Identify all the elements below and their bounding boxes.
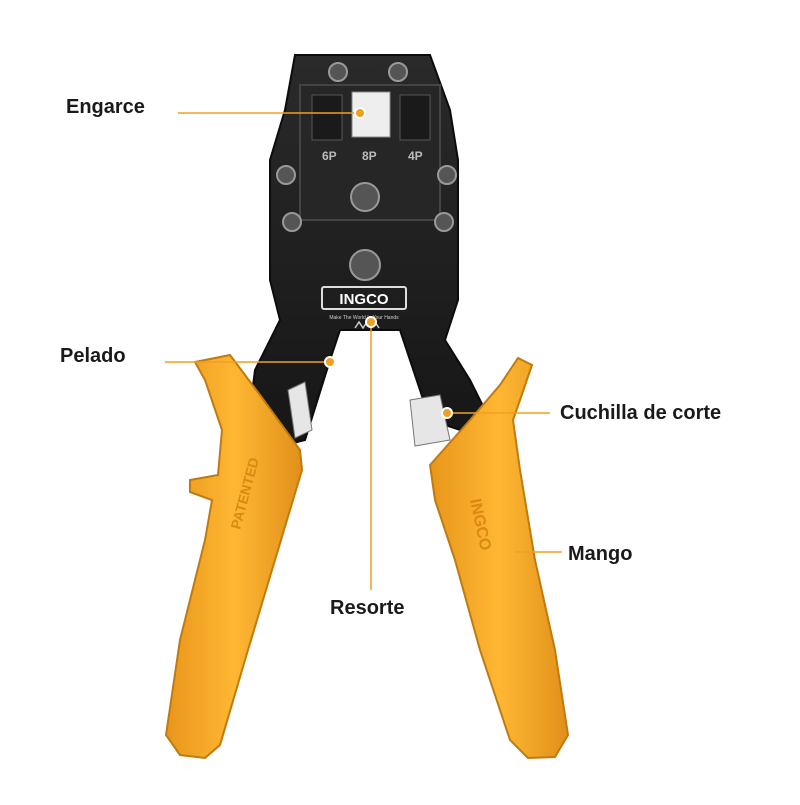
callout-markers	[324, 107, 453, 419]
pivot-bolt-icon	[349, 249, 381, 281]
brand-plate	[321, 286, 407, 310]
rivet-icon	[276, 165, 296, 185]
rivet-icon	[437, 165, 457, 185]
label-pelado: Pelado	[60, 345, 126, 367]
die-mark-8p: 8P	[362, 149, 377, 163]
cutting-blade	[409, 394, 451, 447]
left-handle: PATENTED	[164, 353, 304, 760]
rivet-icon	[434, 212, 454, 232]
label-engarce: Engarce	[66, 96, 145, 118]
die-cavity-4p	[399, 94, 431, 141]
die-mark-4p: 4P	[408, 149, 423, 163]
rivet-icon	[350, 182, 380, 212]
leader-lines	[165, 112, 562, 590]
metal-head: 6P 8P 4P INGCO Make The World In Your Ha…	[248, 54, 492, 447]
die-cavity-6p	[311, 94, 343, 141]
rivets	[276, 62, 457, 281]
right-handle: INGCO	[428, 356, 570, 760]
marker-dot-icon	[441, 407, 453, 419]
rivet-icon	[282, 212, 302, 232]
stripping-blade	[287, 381, 313, 439]
die-mark-6p: 6P	[322, 149, 337, 163]
marker-dot-icon	[365, 316, 377, 328]
rivet-icon	[328, 62, 348, 82]
brand-slogan: Make The World In Your Hands	[329, 315, 399, 321]
marker-dot-icon	[324, 356, 336, 368]
label-cuchilla-de-corte: Cuchilla de corte	[560, 402, 722, 424]
brand-logo: INGCO	[339, 291, 389, 308]
label-resorte: Resorte	[330, 597, 405, 619]
label-mango: Mango	[568, 543, 633, 565]
rivet-icon	[388, 62, 408, 82]
marker-dot-icon	[354, 107, 366, 119]
